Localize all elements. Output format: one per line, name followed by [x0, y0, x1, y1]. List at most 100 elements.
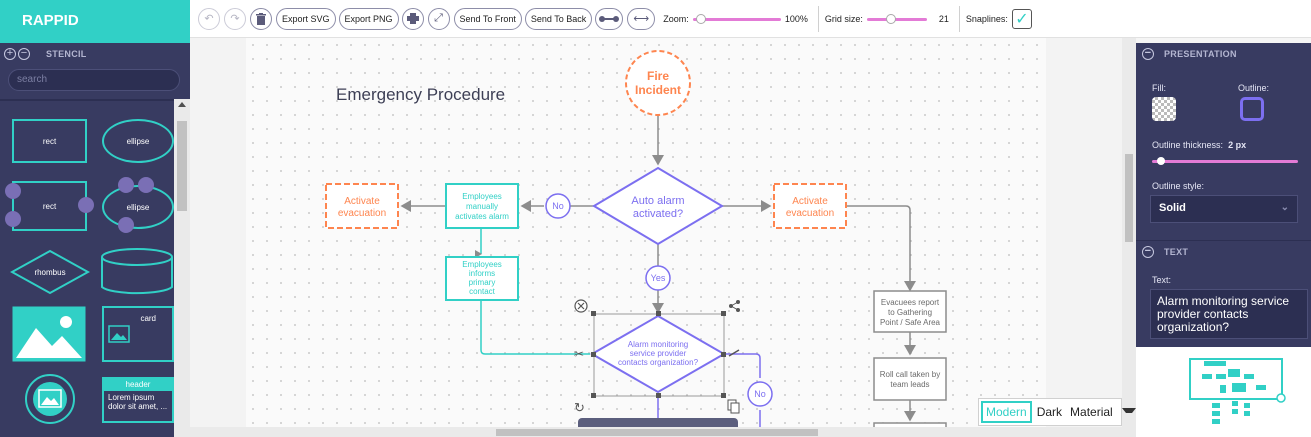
- text-input[interactable]: Alarm monitoring service provider contac…: [1150, 289, 1308, 339]
- h-scroll-thumb[interactable]: [496, 429, 818, 436]
- send-to-back-button[interactable]: Send To Back: [524, 7, 593, 30]
- evacuees-report-node[interactable]: [873, 290, 947, 333]
- auto-alarm-label: activated?: [633, 208, 683, 220]
- outline-style-select[interactable]: Solid ⌄: [1150, 195, 1298, 223]
- presentation-section-header[interactable]: − PRESENTATION: [1136, 43, 1311, 65]
- theme-option-material[interactable]: Material: [1070, 405, 1113, 419]
- no-label: No: [754, 389, 766, 399]
- check-icon: ✓: [1015, 10, 1029, 28]
- next-node[interactable]: [873, 422, 947, 427]
- stencil-ellipse[interactable]: ellipse: [102, 119, 174, 163]
- employees-manual-node[interactable]: [445, 183, 519, 229]
- stencil-rect[interactable]: rect: [12, 119, 87, 163]
- chevron-down-icon[interactable]: [1121, 407, 1136, 417]
- app-logo: RAPPID: [0, 0, 190, 43]
- theme-option-modern[interactable]: Modern: [981, 401, 1032, 423]
- roll-call-node[interactable]: [873, 357, 947, 401]
- resize-handle[interactable]: [721, 311, 726, 316]
- minimap-preview: [1189, 358, 1286, 424]
- link[interactable]: [724, 353, 761, 378]
- collapse-all-icon[interactable]: −: [18, 48, 30, 60]
- undo-icon[interactable]: ↶: [198, 7, 220, 30]
- stencil-circle-image-icon[interactable]: [24, 373, 76, 425]
- share-icon[interactable]: [729, 300, 740, 312]
- yes-bubble[interactable]: [645, 265, 671, 291]
- fire-incident-node[interactable]: [625, 50, 691, 116]
- stencil-scroll-thumb[interactable]: [177, 121, 187, 211]
- port-icon: [118, 217, 134, 233]
- diagram: Emergency Procedure Fire Incident: [325, 50, 947, 427]
- activate-evacuation-label: Activate: [344, 196, 380, 207]
- activate-evacuation-node[interactable]: [325, 183, 399, 229]
- stencil-rect-ports[interactable]: rect: [12, 181, 87, 231]
- snaplines-checkbox[interactable]: ✓: [1011, 8, 1032, 29]
- resize-handle[interactable]: [656, 311, 661, 316]
- rotate-icon[interactable]: ↻: [574, 400, 585, 415]
- no-bubble[interactable]: [747, 381, 773, 407]
- collapse-icon[interactable]: −: [1142, 48, 1154, 60]
- navigator-minimap[interactable]: [1136, 347, 1311, 437]
- link[interactable]: [846, 205, 916, 292]
- stencil-ellipse-ports[interactable]: ellipse: [102, 185, 174, 229]
- v-scroll-thumb[interactable]: [1125, 154, 1133, 242]
- resize-handle[interactable]: [656, 393, 661, 398]
- stencil-rhombus[interactable]: rhombus: [10, 249, 90, 295]
- diagram-canvas[interactable]: Emergency Procedure Fire Incident: [190, 38, 1122, 427]
- no-bubble[interactable]: [545, 193, 571, 219]
- outline-style-value: Solid: [1159, 202, 1186, 214]
- resize-handle[interactable]: [591, 393, 596, 398]
- auto-alarm-decision[interactable]: [592, 166, 724, 246]
- layout-icon[interactable]: [595, 7, 624, 30]
- export-png-button[interactable]: Export PNG: [338, 7, 399, 30]
- print-icon[interactable]: [401, 7, 424, 30]
- grid-size-slider[interactable]: [866, 13, 927, 25]
- resize-handle[interactable]: [721, 393, 726, 398]
- scissors-icon[interactable]: ✂: [574, 347, 584, 361]
- grid-size-slider-knob[interactable]: [885, 13, 896, 24]
- horizontal-scrollbar[interactable]: [190, 427, 1122, 437]
- resize-handle[interactable]: [721, 352, 726, 357]
- fill-color-picker[interactable]: [1152, 97, 1176, 121]
- stencil-cylinder-icon[interactable]: [100, 247, 174, 297]
- send-to-front-button[interactable]: Send To Front: [453, 7, 522, 30]
- link-tool-icon[interactable]: [728, 349, 740, 357]
- scroll-up-icon[interactable]: [178, 102, 186, 107]
- stencil-search-input[interactable]: search: [8, 69, 180, 91]
- redo-icon[interactable]: ↷: [224, 7, 246, 30]
- stencil-panel: + − STENCIL search rect ellipse rect ell…: [0, 43, 190, 437]
- port-icon: [5, 211, 21, 227]
- employees-informs-node[interactable]: [445, 256, 519, 301]
- stencil-image-icon[interactable]: [12, 306, 86, 362]
- zoom-slider-knob[interactable]: [695, 13, 706, 24]
- alarm-monitoring-decision[interactable]: [589, 314, 727, 394]
- stencil-card[interactable]: card: [102, 306, 174, 362]
- link[interactable]: [480, 300, 590, 355]
- port-icon: [118, 177, 134, 193]
- text-section-header[interactable]: − TEXT: [1136, 240, 1311, 262]
- remove-icon[interactable]: [574, 299, 588, 313]
- auto-alarm-label: Auto alarm: [631, 195, 684, 207]
- outline-thickness-knob[interactable]: [1157, 157, 1166, 165]
- activate-evacuation-node[interactable]: [773, 183, 847, 229]
- clone-icon[interactable]: [727, 399, 740, 414]
- zoom-slider[interactable]: [692, 13, 781, 25]
- toolbar-divider: [817, 5, 819, 32]
- vertical-scrollbar[interactable]: [1122, 38, 1136, 437]
- collapse-icon[interactable]: −: [1142, 245, 1154, 258]
- theme-option-dark[interactable]: Dark: [1036, 405, 1063, 419]
- outline-thickness-slider[interactable]: [1152, 157, 1298, 165]
- expand-all-icon[interactable]: +: [4, 48, 16, 60]
- outline-color-picker[interactable]: [1240, 97, 1264, 121]
- stencil-header-card[interactable]: header Lorem ipsum dolor sit amet, ...: [102, 377, 174, 423]
- fullscreen-icon[interactable]: ⤢: [427, 7, 450, 30]
- export-svg-button[interactable]: Export SVG: [276, 7, 336, 30]
- flip-arrows-icon[interactable]: ⟷: [627, 7, 656, 30]
- theme-switcher[interactable]: Modern Dark Material: [978, 398, 1136, 426]
- trash-icon[interactable]: [250, 7, 272, 30]
- stencil-scrollbar[interactable]: [174, 99, 190, 437]
- evacuees-label: Point / Safe Area: [880, 318, 941, 327]
- employees-informs-label: Employees: [462, 260, 502, 269]
- resize-handle[interactable]: [591, 352, 596, 357]
- resize-handle[interactable]: [591, 311, 596, 316]
